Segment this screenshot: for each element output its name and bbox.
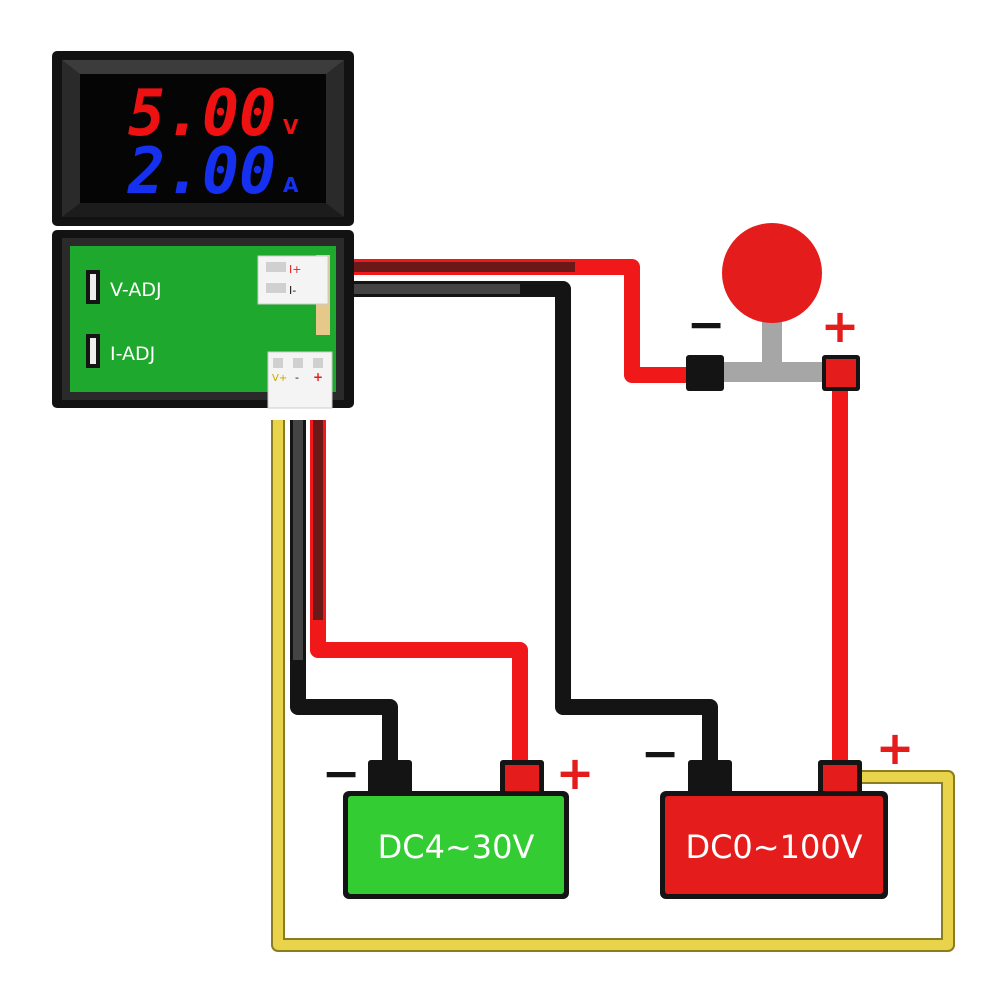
conn-plus-label: +	[313, 370, 323, 384]
meter-display: 5.00 V 2.00 A	[52, 51, 354, 226]
i-adj-label: I-ADJ	[110, 343, 155, 365]
supply-red-wire	[310, 420, 528, 768]
measured-battery-label: DC0~100V	[685, 828, 862, 866]
shunt-connector: I+ I-	[257, 255, 330, 335]
supply-minus-terminal	[368, 760, 412, 798]
v-adj-potentiometer[interactable]	[86, 270, 100, 304]
load-minus-terminal	[686, 355, 724, 391]
current-readout: 2.00	[127, 135, 276, 209]
load-lamp: − +	[686, 223, 860, 391]
lamp-bulb	[722, 223, 822, 323]
shunt-minus-label: I-	[289, 284, 296, 297]
measured-minus-terminal	[688, 760, 732, 798]
meter-board: V-ADJ I-ADJ I+ I- V+ - +	[52, 230, 354, 409]
i-adj-potentiometer[interactable]	[86, 334, 100, 368]
measured-battery: DC0~100V − +	[641, 721, 915, 899]
measured-plus-sign: +	[876, 721, 915, 775]
supply-battery-label: DC4~30V	[378, 828, 535, 866]
conn-minus-label: -	[295, 371, 299, 384]
supply-minus-sign: −	[322, 746, 361, 800]
load-minus-sign: −	[687, 297, 726, 351]
measured-minus-sign: −	[641, 726, 680, 780]
current-unit: A	[283, 173, 299, 197]
supply-battery: DC4~30V − +	[322, 746, 595, 899]
load-plus-sign: +	[821, 299, 860, 353]
voltage-unit: V	[283, 115, 299, 139]
power-connector: V+ - +	[267, 351, 333, 409]
voltage-readout: 5.00	[128, 77, 276, 151]
supply-plus-sign: +	[556, 746, 595, 800]
conn-vplus-label: V+	[272, 373, 287, 384]
v-adj-label: V-ADJ	[110, 279, 162, 301]
shunt-plus-label: I+	[289, 263, 301, 276]
